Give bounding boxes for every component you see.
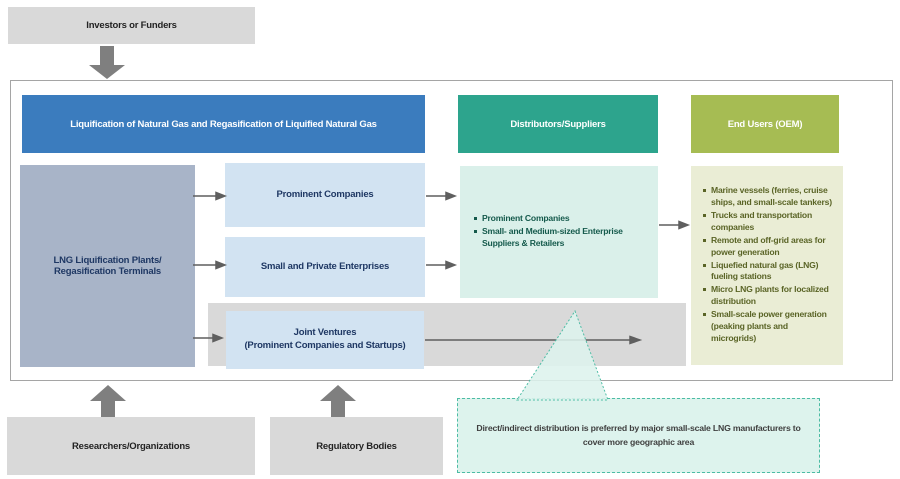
distributors-list-box: Prominent Companies Small- and Medium-si…	[460, 166, 658, 298]
prominent-companies-box: Prominent Companies	[225, 163, 425, 227]
liquification-header: Liquification of Natural Gas and Regasif…	[22, 95, 425, 153]
lng-plants-label: LNG Liquification Plants/ Regasification…	[53, 255, 162, 277]
end-users-header: End Users (OEM)	[691, 95, 839, 153]
list-item: Marine vessels (ferries, cruise ships, a…	[703, 185, 835, 209]
list-item: Small- and Medium-sized Enterprise Suppl…	[474, 226, 646, 250]
distributors-header: Distributors/Suppliers	[458, 95, 658, 153]
square-bullet-icon	[703, 288, 706, 292]
list-item: Liquefied natural gas (LNG) fueling stat…	[703, 260, 835, 284]
list-item: Trucks and transportation companies	[703, 210, 835, 234]
up-block-arrow-regulatory	[320, 385, 356, 417]
liquification-header-label: Liquification of Natural Gas and Regasif…	[70, 118, 377, 130]
regulatory-bodies-box: Regulatory Bodies	[270, 417, 443, 475]
square-bullet-icon	[703, 189, 706, 193]
down-block-arrow	[89, 46, 125, 79]
distribution-callout-text: Direct/indirect distribution is preferre…	[476, 423, 801, 447]
end-users-header-label: End Users (OEM)	[727, 118, 803, 130]
end-users-list-box: Marine vessels (ferries, cruise ships, a…	[691, 166, 843, 365]
researchers-box: Researchers/Organizations	[7, 417, 255, 475]
square-bullet-icon	[703, 238, 706, 242]
end-users-list: Marine vessels (ferries, cruise ships, a…	[703, 185, 835, 345]
up-block-arrow-researchers	[90, 385, 126, 417]
investors-box: Investors or Funders	[8, 7, 255, 44]
list-item: Prominent Companies	[474, 213, 646, 225]
distributors-list: Prominent Companies Small- and Medium-si…	[474, 213, 646, 251]
square-bullet-icon	[474, 217, 477, 221]
lng-plants-box: LNG Liquification Plants/ Regasification…	[20, 165, 195, 367]
distributors-header-label: Distributors/Suppliers	[510, 118, 606, 130]
square-bullet-icon	[474, 230, 477, 234]
list-item: Remote and off-grid areas for power gene…	[703, 235, 835, 259]
list-item: Small-scale power generation (peaking pl…	[703, 309, 835, 345]
investors-label: Investors or Funders	[86, 20, 177, 31]
list-item: Micro LNG plants for localized distribut…	[703, 284, 835, 308]
prominent-companies-label: Prominent Companies	[276, 188, 374, 200]
square-bullet-icon	[703, 313, 706, 316]
distribution-callout: Direct/indirect distribution is preferre…	[457, 398, 820, 473]
small-private-enterprises-box: Small and Private Enterprises	[225, 237, 425, 297]
joint-ventures-box: Joint Ventures (Prominent Companies and …	[226, 311, 424, 369]
joint-ventures-label-line2: (Prominent Companies and Startups)	[244, 340, 406, 351]
joint-ventures-label-line1: Joint Ventures	[293, 327, 357, 339]
regulatory-bodies-label: Regulatory Bodies	[316, 440, 397, 452]
square-bullet-icon	[703, 214, 706, 218]
small-private-enterprises-label: Small and Private Enterprises	[260, 260, 390, 272]
square-bullet-icon	[703, 263, 706, 267]
researchers-label: Researchers/Organizations	[71, 440, 191, 452]
